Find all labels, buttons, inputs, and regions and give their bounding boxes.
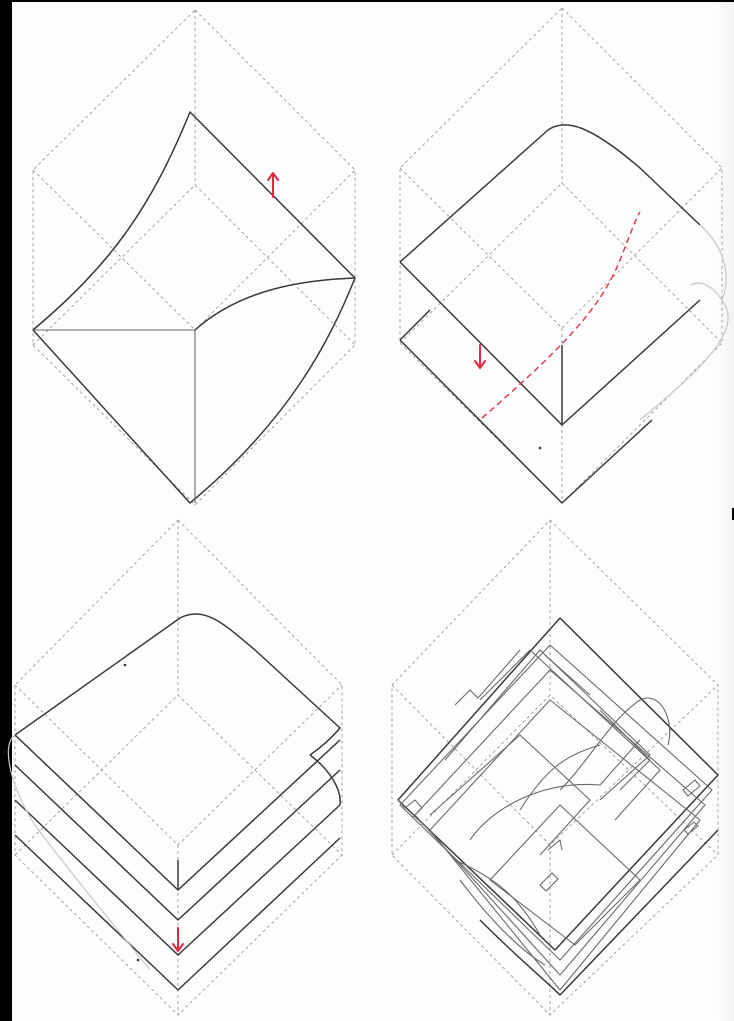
panel-2-bounding-cube — [400, 8, 722, 503]
panel-1-up-arrow — [268, 173, 278, 197]
panel-3 — [8, 520, 342, 1015]
panel-3-stacked-curved-sheets — [8, 614, 340, 990]
panel-4-overlaid-floor-plans — [398, 618, 718, 995]
panel-1-bounding-cube — [33, 10, 355, 505]
panel-2-dot — [539, 447, 542, 450]
panel-3-dot-top — [124, 664, 127, 667]
panel-2-folded-sheet — [400, 125, 728, 503]
panel-2-down-arrow — [475, 345, 485, 368]
panel-4 — [392, 520, 718, 1015]
panel-2 — [400, 8, 728, 503]
panel-3-down-arrow — [173, 928, 183, 951]
panel-3-dot-bottom — [137, 959, 140, 962]
panel-1-curved-surface — [33, 112, 355, 503]
panel-1 — [33, 10, 355, 505]
